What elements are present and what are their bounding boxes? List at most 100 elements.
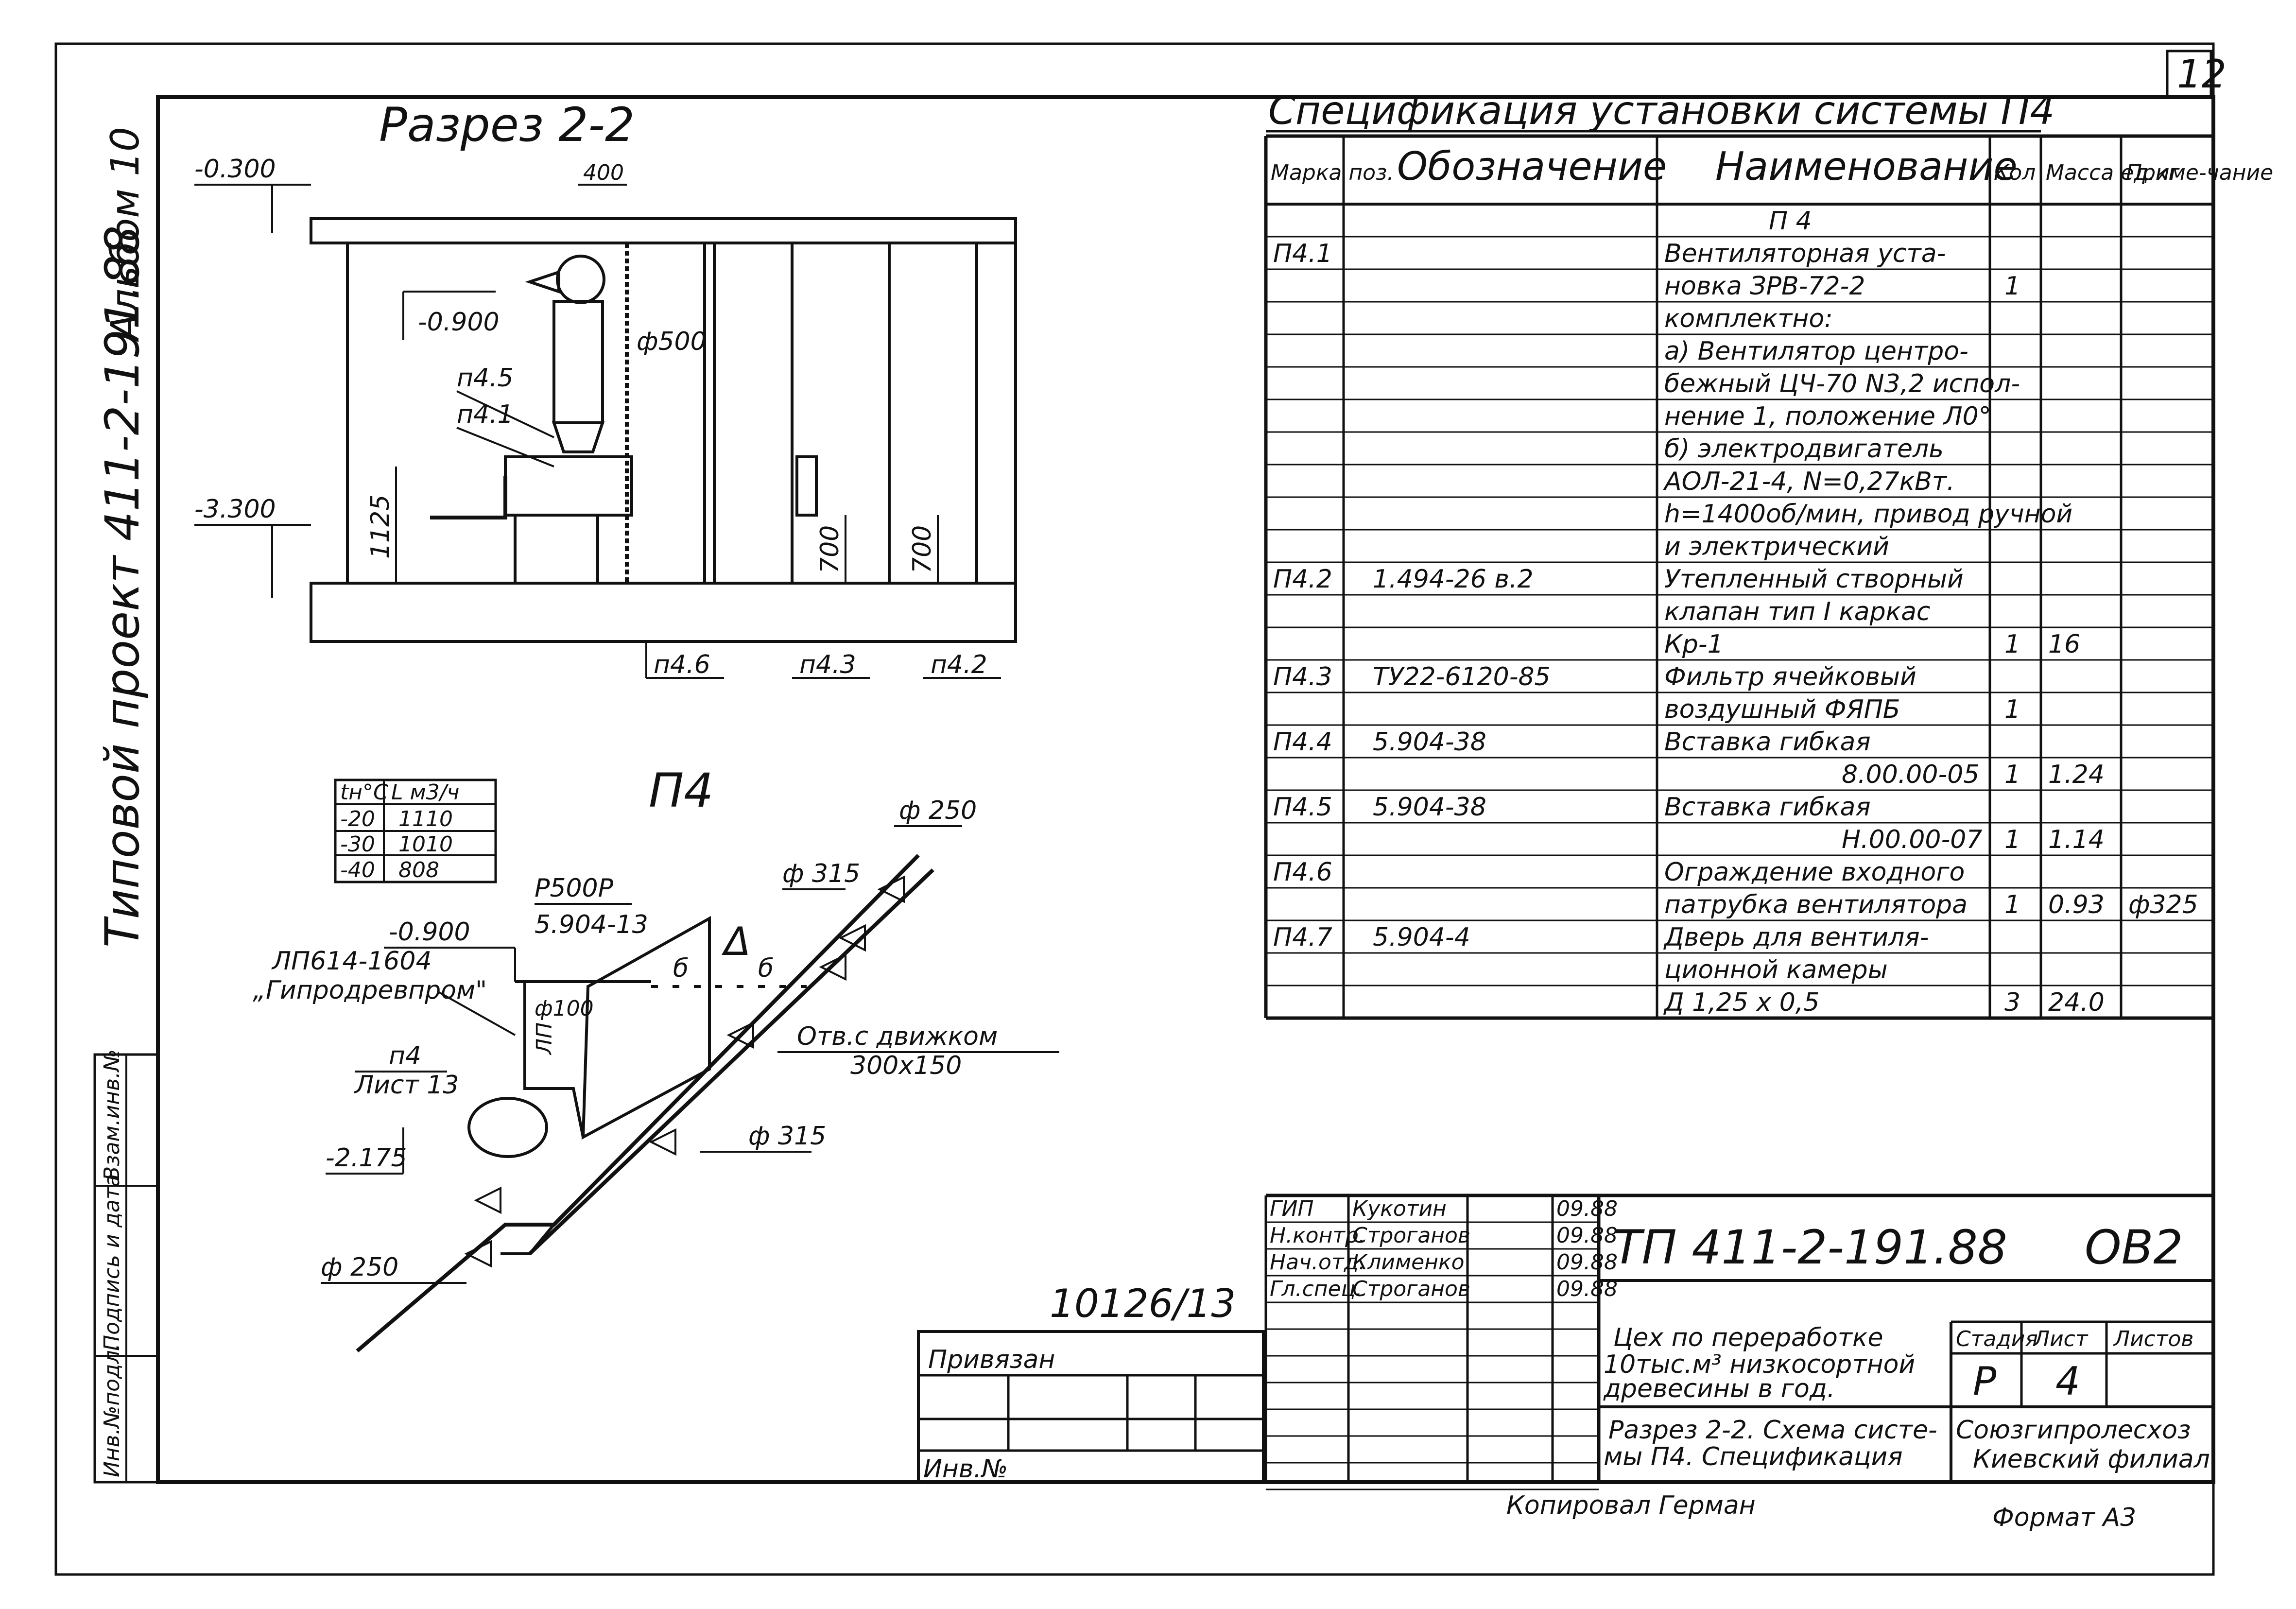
spec-cell-17-3: 1 [2004,760,2020,789]
air-row-1-t: -20 [340,807,375,831]
spec-cell-17-4: 1.24 [2048,760,2105,789]
spec-cell-24-2: Д 1,25 х 0,5 [1663,988,1819,1017]
stage-header: Стадия [1956,1327,2038,1351]
spec-block: Спецификация установки системы П4 Марка … [1264,88,2273,1020]
spec-cell-8-2: АОЛ-21-4, N=0,27кВт. [1663,467,1955,496]
fan-outlet [556,255,605,304]
fan-base [514,514,599,585]
label-delta: Δ [721,919,751,964]
mark-p43: п4.3 [799,650,856,679]
label-d315-top: ф 315 [782,859,860,888]
spec-cell-6-2: нение 1, положение Л0° [1664,402,1991,431]
dim-d500: ф500 [637,327,707,356]
spec-cell-19-4: 1.14 [2048,825,2105,854]
label-unit-sheet: Лист 13 [354,1071,459,1100]
spec-cell-11-2: Утепленный створный [1664,565,1964,594]
signer-date-1: 09.88 [1556,1223,1618,1248]
spec-cell-18-2: Вставка гибкая [1664,793,1871,822]
label-opening: Отв.с движком [797,1022,998,1051]
spec-cell-2-2: новка ЗРВ-72-2 [1664,272,1865,301]
signer-name-3: Строганов [1352,1277,1470,1301]
spec-cell-10-2: и электрический [1664,532,1889,561]
outer-frame [54,42,2215,1576]
label-opening-size: 300х150 [850,1051,962,1080]
spec-cell-14-1: ТУ22-6120-85 [1373,662,1551,692]
object-line-1: Цех по переработке [1613,1323,1883,1352]
spec-cell-1-2: Вентиляторная уста- [1664,239,1946,268]
spec-header-3: Кол [1994,160,2036,185]
signer-role-3: Гл.спец. [1270,1277,1363,1301]
label-d250-top: ф 250 [899,796,977,825]
level-0300: -0.300 [194,155,276,184]
spec-cell-4-2: а) Вентилятор центро- [1664,337,1968,366]
floor-slab [310,582,1017,643]
org-line-2: Киевский филиал [1973,1445,2210,1474]
air-row-2-l: 1010 [398,832,453,857]
sheets-header: Листов [2113,1327,2193,1351]
signer-date-2: 09.88 [1556,1250,1618,1275]
sheet-title-line-2: мы П4. Спецификация [1604,1442,1903,1471]
fan-duct [552,300,604,424]
spec-cell-15-3: 1 [2004,695,2020,724]
ceiling-slab [310,217,1017,244]
spec-cell-7-2: б) электродвигатель [1664,434,1944,464]
left-stamp: Инв.№подл. Подпись и дата Взам.инв.№ [93,1049,159,1484]
valve-handle [795,455,818,517]
label-level-2175: -2.175 [326,1143,407,1173]
label-lp-code: ЛП614-1604 [271,947,432,976]
spec-cell-14-2: Фильтр ячейковый [1664,662,1916,692]
spec-cell-1-0: П4.1 [1273,239,1332,268]
stamp-inv: Инв.№подл. [100,1343,124,1477]
spec-cell-18-0: П4.5 [1273,793,1332,822]
spec-cell-18-1: 5.904-38 [1373,793,1486,822]
label-p500p-ref: 5.904-13 [535,910,648,939]
spec-cell-22-2: Дверь для вентиля- [1663,923,1929,952]
doc-code: ТП 411-2-191.88 [1613,1220,2007,1275]
signer-name-0: Кукотин [1352,1196,1447,1221]
spec-cell-14-0: П4.3 [1273,662,1332,692]
air-row-1-l: 1110 [398,807,453,831]
project-label: Типовой проект 411-2-191.88 [95,225,150,948]
spec-header-2: Наименование [1715,144,2018,189]
label-unit-ref: п4 [389,1041,421,1071]
air-row-3-t: -40 [340,858,375,882]
sheet-number: 12 [2177,52,2227,97]
spec-cell-23-2: ционной камеры [1664,955,1888,985]
spec-cell-11-1: 1.494-26 в.2 [1373,565,1534,594]
signer-name-1: Строганов [1352,1223,1470,1248]
spec-cell-12-2: клапан тип I каркас [1664,597,1931,626]
spec-cell-21-2: патрубка вентилятора [1664,890,1968,919]
air-row-3-l: 808 [398,858,439,882]
label-section-b1: б [673,954,689,983]
inv-label: Инв.№ [923,1454,1008,1484]
duct-branch [581,916,711,1140]
album-label: Альбом 10 [103,127,148,343]
spec-header-0: Марка поз. [1271,160,1394,185]
air-table: tн°С L м3/ч -20 1110 -30 1010 -40 808 [334,779,497,883]
label-lp-vertical: ЛП [532,1022,557,1055]
sheet-number-box [2166,50,2212,99]
scheme-title: П4 [649,763,713,818]
label-d315-bottom: ф 315 [748,1122,826,1151]
spec-cell-21-4: 0.93 [2048,890,2105,919]
spec-header-4: Масса ед.кг [2046,160,2180,185]
spec-cell-24-3: 3 [2004,988,2020,1017]
spec-cell-22-1: 5.904-4 [1373,923,1470,952]
mark-p45: п4.5 [457,363,514,393]
dim-700-a: 700 [815,525,845,573]
drive-handle [430,476,507,519]
fan-housing [504,455,633,517]
signer-role-2: Нач.отд. [1270,1250,1365,1275]
spec-cell-13-2: Кр-1 [1664,630,1724,659]
spec-cell-16-1: 5.904-38 [1373,727,1486,757]
dim-1125: 1125 [366,495,395,559]
spec-cell-24-4: 24.0 [2048,988,2105,1017]
signer-role-1: Н.контр. [1270,1223,1365,1248]
org-line-1: Союзгипролесхоз [1956,1416,2191,1445]
air-header-l: L м3/ч [391,780,460,805]
spec-cell-5-2: бежный ЦЧ-70 N3,2 испол- [1664,369,2020,398]
spec-cell-9-2: h=1400об/мин, привод ручной [1664,500,2072,529]
